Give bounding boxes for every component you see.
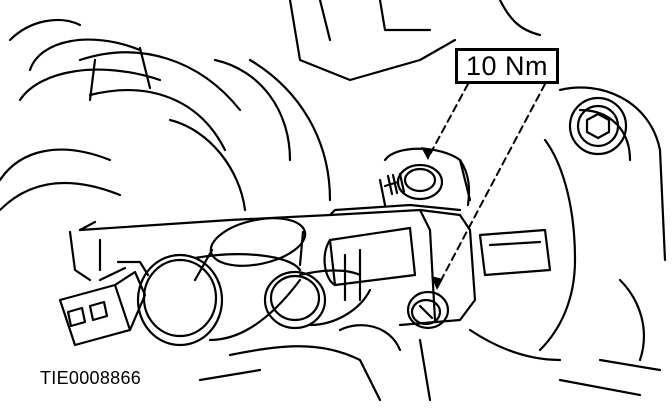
- torque-label: 10 Nm: [465, 50, 549, 81]
- bolt-icon: [406, 290, 450, 330]
- small-solenoid: [263, 226, 417, 330]
- right-tab: [478, 228, 552, 277]
- electrical-connector-icon: [58, 260, 150, 347]
- leader-arrowheads: [421, 147, 443, 290]
- torque-leader-lines: [427, 83, 546, 287]
- figure-reference-code: TIE0008866: [40, 368, 142, 388]
- bolt-icon: [383, 163, 444, 201]
- background-housing: [288, 0, 667, 372]
- torque-callout: 10 Nm: [455, 48, 559, 84]
- background-hoses: [0, 18, 332, 212]
- large-solenoid: [136, 217, 307, 347]
- lower-chassis: [198, 324, 642, 402]
